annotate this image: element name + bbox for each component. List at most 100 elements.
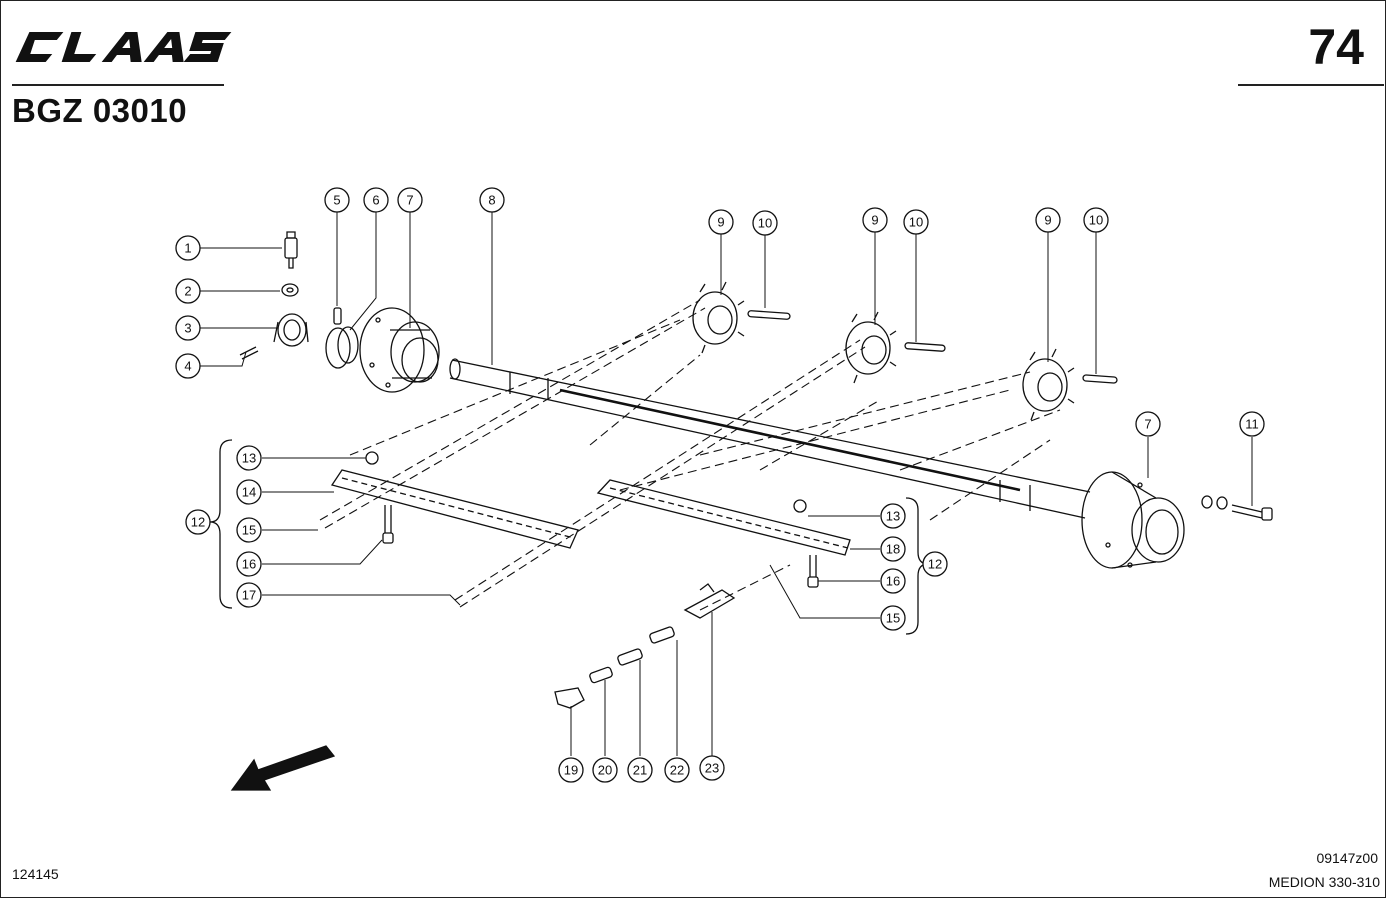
callout-20: 20	[592, 757, 618, 783]
callout-10: 10	[903, 209, 929, 235]
part-9-sprocket-1	[692, 281, 745, 354]
callout-17: 17	[236, 582, 262, 608]
group-brace-12-left	[209, 439, 233, 609]
callout-circle	[185, 509, 211, 535]
callout-label: 23	[705, 761, 719, 776]
callout-23: 23	[699, 755, 725, 781]
callout-1: 1	[175, 235, 201, 261]
part-16-bolt-left	[382, 505, 394, 544]
callout-circle	[880, 605, 906, 631]
callout-circle	[1083, 207, 1109, 233]
machine-model: MEDION 330-310	[1268, 874, 1380, 890]
part-19-chain-link-plate	[554, 687, 585, 709]
drawing-reference: 09147z00	[1316, 850, 1378, 866]
callout-9: 9	[862, 207, 888, 233]
callout-label: 19	[564, 763, 578, 778]
callout-15: 15	[236, 517, 262, 543]
callout-label: 6	[372, 193, 379, 208]
callout-circle	[236, 517, 262, 543]
page-number-underline	[1238, 84, 1384, 86]
callout-circle	[880, 568, 906, 594]
callout-12: 12	[185, 509, 211, 535]
callout-label: 16	[242, 557, 256, 572]
callout-label: 17	[242, 588, 256, 603]
callout-circle	[397, 187, 423, 213]
callout-16: 16	[236, 551, 262, 577]
callout-circle	[752, 210, 778, 236]
callout-label: 9	[1044, 213, 1051, 228]
callout-circle	[175, 278, 201, 304]
callout-circle	[479, 187, 505, 213]
callout-circle	[699, 755, 725, 781]
callout-label: 18	[886, 542, 900, 557]
callout-circle	[922, 551, 948, 577]
part-22-link	[649, 626, 675, 644]
callout-4: 4	[175, 353, 201, 379]
callout-circle	[664, 757, 690, 783]
callout-circle	[903, 209, 929, 235]
callout-label: 1	[184, 241, 191, 256]
page-number: 74	[1308, 19, 1364, 75]
callout-circle	[880, 503, 906, 529]
callout-label: 9	[871, 213, 878, 228]
part-13-nut-right	[793, 499, 807, 513]
callout-10: 10	[752, 210, 778, 236]
callout-14: 14	[236, 479, 262, 505]
part-18-slat-bar-right	[596, 479, 851, 556]
callout-circle	[236, 582, 262, 608]
callout-circle	[592, 757, 618, 783]
callout-circle	[324, 187, 350, 213]
callout-9: 9	[708, 209, 734, 235]
part-10-key-2	[904, 342, 946, 352]
part-11-bolt	[1201, 495, 1273, 521]
callout-10: 10	[1083, 207, 1109, 233]
part-9-sprocket-3	[1022, 348, 1075, 421]
callout-7: 7	[397, 187, 423, 213]
part-6-bearing-ring	[325, 326, 359, 369]
callout-label: 8	[488, 193, 495, 208]
callout-label: 14	[242, 485, 256, 500]
callout-label: 20	[598, 763, 612, 778]
callout-15: 15	[880, 605, 906, 631]
direction-arrow-icon	[230, 745, 336, 791]
callout-label: 15	[886, 611, 900, 626]
callout-3: 3	[175, 315, 201, 341]
callout-2: 2	[175, 278, 201, 304]
callout-12: 12	[922, 551, 948, 577]
callout-label: 10	[909, 215, 923, 230]
callout-circle	[236, 445, 262, 471]
callout-8: 8	[479, 187, 505, 213]
part-8-main-shaft	[449, 358, 1091, 519]
part-23-chain-attachment	[683, 583, 736, 619]
part-10-key-1	[747, 310, 791, 320]
callout-label: 12	[191, 515, 205, 530]
callout-5: 5	[324, 187, 350, 213]
callout-label: 15	[242, 523, 256, 538]
drawing-number: 124145	[12, 866, 59, 882]
document-code: BGZ 03010	[12, 92, 188, 129]
callout-13: 13	[236, 445, 262, 471]
callout-19: 19	[558, 757, 584, 783]
callout-label: 7	[1144, 417, 1151, 432]
callout-circle	[236, 479, 262, 505]
callout-label: 10	[1089, 213, 1103, 228]
callout-label: 10	[758, 216, 772, 231]
callout-label: 12	[928, 557, 942, 572]
callout-circle	[1035, 207, 1061, 233]
callout-label: 13	[886, 509, 900, 524]
callout-22: 22	[664, 757, 690, 783]
callout-9: 9	[1035, 207, 1061, 233]
callout-label: 11	[1245, 417, 1259, 432]
callout-circle	[558, 757, 584, 783]
part-16-bolt-right	[807, 555, 819, 588]
callout-label: 2	[184, 284, 191, 299]
callout-18: 18	[880, 536, 906, 562]
part-9-sprocket-2	[845, 311, 897, 384]
callout-6: 6	[363, 187, 389, 213]
part-20-link	[589, 666, 613, 684]
callout-label: 9	[717, 215, 724, 230]
part-7-flange-bearing-left	[359, 307, 440, 393]
callout-7: 7	[1135, 411, 1161, 437]
assembly-dashed-lines	[319, 299, 1061, 611]
